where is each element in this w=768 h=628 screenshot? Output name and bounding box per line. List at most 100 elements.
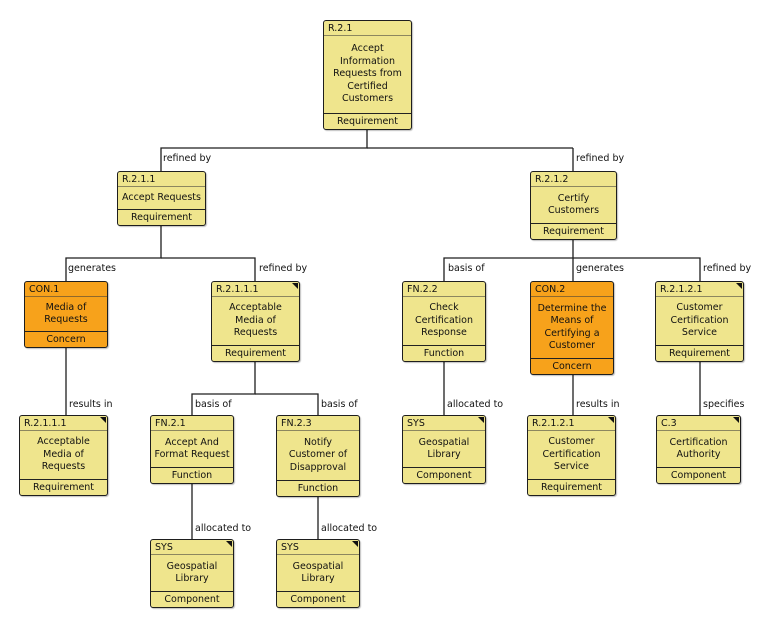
node-divider [657, 430, 740, 431]
edge-label: basis of [195, 399, 232, 410]
connector-line [160, 130, 368, 171]
node-title: Certification Authority [669, 436, 728, 461]
node-title: Geospatial Library [418, 436, 470, 461]
node-id: R.2.1.2.1 [532, 418, 575, 429]
node-title: Check Certification Response [415, 302, 473, 339]
node-type: Component [657, 467, 740, 483]
connector-line [191, 362, 256, 415]
node-divider [324, 35, 411, 36]
edge-label: refined by [703, 263, 752, 274]
node-type: Component [277, 591, 359, 607]
node-title: Customer Certification Service [542, 436, 601, 473]
node-type: Component [403, 467, 485, 483]
node-title: Media of Requests [44, 301, 88, 326]
node-id: R.2.1.2.1 [660, 284, 703, 295]
node-title: Certify Customers [547, 192, 600, 217]
node-type: Component [151, 591, 233, 607]
edge-label: specifies [703, 399, 745, 410]
corner-marker-icon [736, 283, 742, 289]
node-title: Acceptable Media of Requests [37, 436, 90, 473]
node-id: FN.2.3 [281, 418, 312, 429]
edge-label: results in [576, 399, 620, 410]
corner-marker-icon [733, 417, 739, 423]
node-title: Geospatial Library [292, 560, 344, 585]
node-id: SYS [281, 542, 299, 553]
node-type: Requirement [324, 113, 411, 129]
node-divider [118, 186, 205, 187]
edge-label: basis of [321, 399, 358, 410]
node-type: Function [403, 345, 485, 361]
connector-line [573, 257, 701, 281]
edge-label: allocated to [195, 523, 252, 534]
edge-label: generates [576, 263, 624, 274]
node-type: Function [277, 480, 359, 496]
edge-label: refined by [163, 153, 212, 164]
node-id: SYS [407, 418, 425, 429]
connector-line [161, 257, 256, 281]
node-id: R.2.1.1 [122, 174, 156, 185]
node-divider [531, 186, 616, 187]
node-divider [656, 296, 743, 297]
node-divider [151, 554, 233, 555]
edge-label: basis of [448, 263, 485, 274]
connector-line [443, 240, 574, 281]
corner-marker-icon [100, 417, 106, 423]
node-title: Acceptable Media of Requests [229, 302, 282, 339]
node-title: Notify Customer of Disapproval [288, 436, 348, 473]
node-divider [528, 430, 615, 431]
node-divider [403, 296, 485, 297]
node-id: R.2.1.2 [535, 174, 569, 185]
node-id: R.2.1.1.1 [24, 418, 67, 429]
node-divider [277, 554, 359, 555]
node-type: Function [151, 467, 233, 483]
edge-label: refined by [259, 263, 308, 274]
corner-marker-icon [608, 417, 614, 423]
corner-marker-icon [226, 541, 232, 547]
node-title: Accept Information Requests from Certifi… [333, 43, 402, 105]
node-id: C.3 [661, 418, 677, 429]
edge-label: refined by [576, 153, 625, 164]
corner-marker-icon [352, 541, 358, 547]
node-id: R.2.1.1.1 [216, 284, 259, 295]
node-type: Requirement [531, 223, 616, 239]
connector-line [255, 393, 319, 415]
corner-marker-icon [478, 417, 484, 423]
node-divider [403, 430, 485, 431]
edge-label: results in [69, 399, 113, 410]
edge-label: allocated to [321, 523, 378, 534]
node-type: Requirement [212, 345, 299, 361]
node-divider [151, 430, 233, 431]
node-id: R.2.1 [328, 23, 353, 34]
edge-label: allocated to [447, 399, 504, 410]
node-id: FN.2.2 [407, 284, 438, 295]
node-id: CON.1 [29, 284, 60, 295]
node-divider [531, 296, 613, 297]
node-type: Requirement [20, 479, 107, 495]
node-id: SYS [155, 542, 173, 553]
node-divider [20, 430, 107, 431]
connector-line [65, 226, 162, 281]
node-title: Customer Certification Service [670, 302, 729, 339]
node-title: Accept And Format Request [154, 436, 230, 461]
edge-label: generates [68, 263, 116, 274]
node-divider [277, 430, 359, 431]
node-type: Requirement [528, 479, 615, 495]
node-title: Accept Requests [122, 191, 201, 203]
